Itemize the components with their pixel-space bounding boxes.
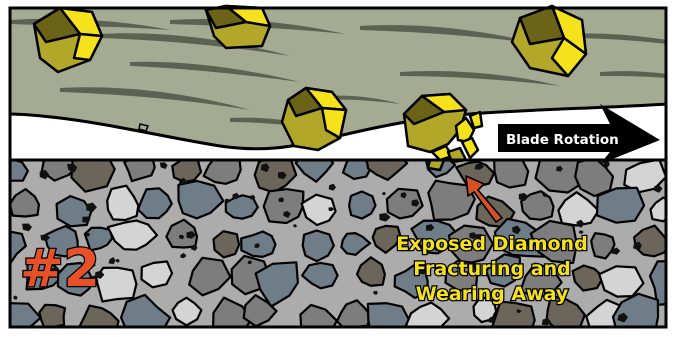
aggregate-stone <box>214 231 240 257</box>
diamond-4 <box>282 88 346 150</box>
aggregate-stone <box>349 192 375 219</box>
aggregate-stone <box>264 189 304 223</box>
aggregate-stone <box>597 188 644 223</box>
aggregate-stone <box>142 262 173 288</box>
blade-rotation-label: Blade Rotation <box>506 132 619 148</box>
step-number: #2 <box>20 239 100 299</box>
aggregate-stone <box>39 305 65 329</box>
matrix-chip <box>139 124 148 131</box>
aggregate-stone <box>172 159 201 182</box>
caption: Exposed Diamond Fracturing and Wearing A… <box>396 233 587 305</box>
caption-line-3: Wearing Away <box>416 283 569 305</box>
caption-line-1: Exposed Diamond <box>396 233 587 255</box>
caption-line-2: Fracturing and <box>413 258 570 280</box>
